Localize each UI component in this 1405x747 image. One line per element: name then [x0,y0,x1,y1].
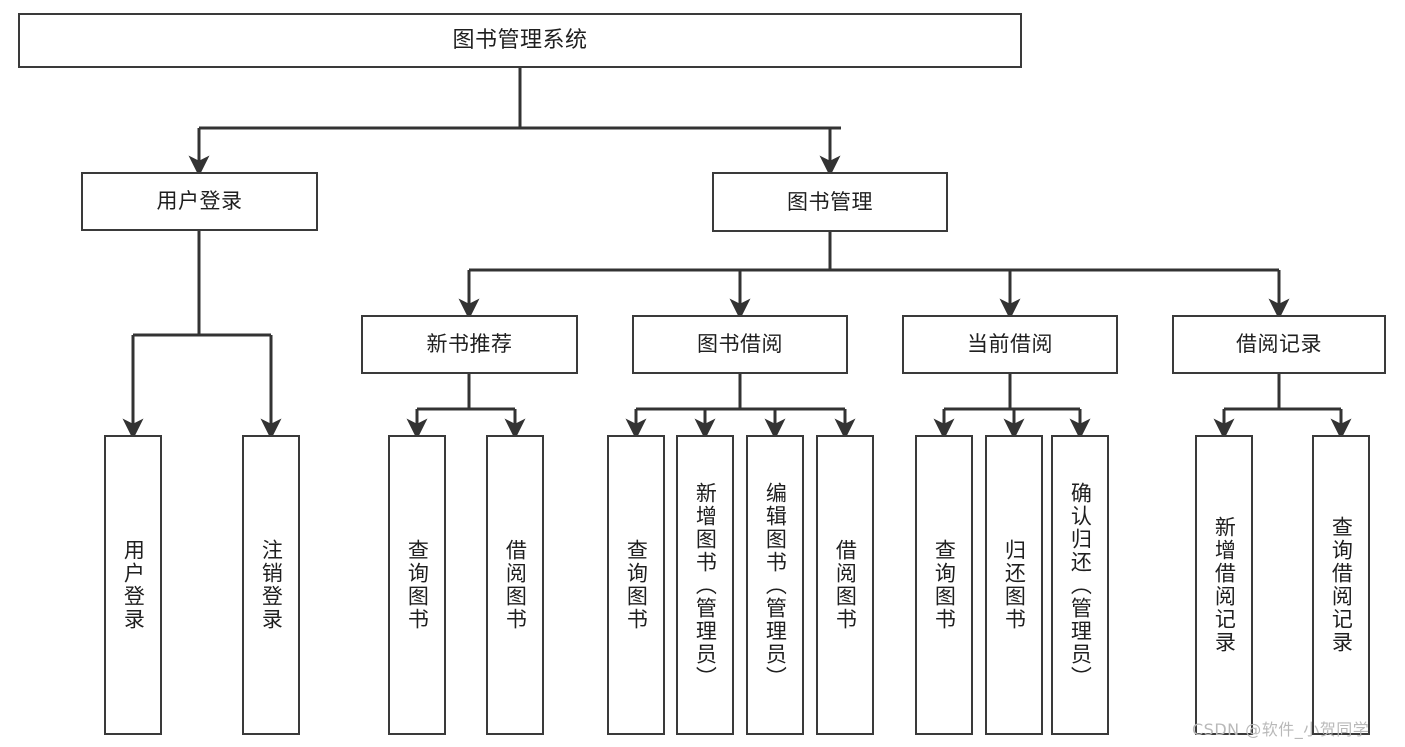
node-leaf-query-book-recommend[interactable]: 查询图书 [388,435,446,735]
node-current-borrow[interactable]: 当前借阅 [902,315,1118,374]
node-label: 用户登录 [156,189,243,214]
node-book-borrow[interactable]: 图书借阅 [632,315,848,374]
node-leaf-confirm-return[interactable]: 确认归还（管理员） [1051,435,1109,735]
node-label: 图书管理系统 [452,27,588,53]
node-leaf-edit-book[interactable]: 编辑图书（管理员） [746,435,804,735]
node-leaf-user-login[interactable]: 用户登录 [104,435,162,735]
node-label: 注销登录 [259,539,284,631]
node-label: 查询借阅记录 [1329,516,1354,654]
node-label: 用户登录 [121,539,146,631]
node-label: 借阅图书 [503,539,528,631]
node-label: 查询图书 [624,539,649,631]
node-leaf-logout[interactable]: 注销登录 [242,435,300,735]
node-leaf-query-book-borrow[interactable]: 查询图书 [607,435,665,735]
node-label: 查询图书 [405,539,430,631]
node-book-management[interactable]: 图书管理 [712,172,948,232]
node-label: 编辑图书（管理员） [763,481,788,689]
node-leaf-borrow-book-recommend[interactable]: 借阅图书 [486,435,544,735]
node-label: 图书借阅 [697,332,783,357]
node-label: 图书管理 [787,189,873,214]
node-leaf-add-book[interactable]: 新增图书（管理员） [676,435,734,735]
node-leaf-add-borrow-record[interactable]: 新增借阅记录 [1195,435,1253,735]
node-label: 新增图书（管理员） [693,481,718,689]
node-new-book-recommend[interactable]: 新书推荐 [361,315,578,374]
node-label: 当前借阅 [967,332,1053,357]
node-label: 新书推荐 [426,332,513,357]
node-leaf-return-book[interactable]: 归还图书 [985,435,1043,735]
node-user-login[interactable]: 用户登录 [81,172,318,231]
node-label: 归还图书 [1002,539,1027,631]
node-borrow-record[interactable]: 借阅记录 [1172,315,1386,374]
node-root-system[interactable]: 图书管理系统 [18,13,1022,68]
node-label: 借阅记录 [1236,332,1322,357]
node-leaf-borrow-book[interactable]: 借阅图书 [816,435,874,735]
node-leaf-query-borrow-record[interactable]: 查询借阅记录 [1312,435,1370,735]
node-label: 新增借阅记录 [1212,516,1237,654]
node-label: 借阅图书 [833,539,858,631]
node-leaf-query-book-current[interactable]: 查询图书 [915,435,973,735]
csdn-watermark: CSDN @软件_小贺同学 [1192,720,1370,739]
node-label: 查询图书 [932,539,957,631]
node-label: 确认归还（管理员） [1068,481,1093,689]
